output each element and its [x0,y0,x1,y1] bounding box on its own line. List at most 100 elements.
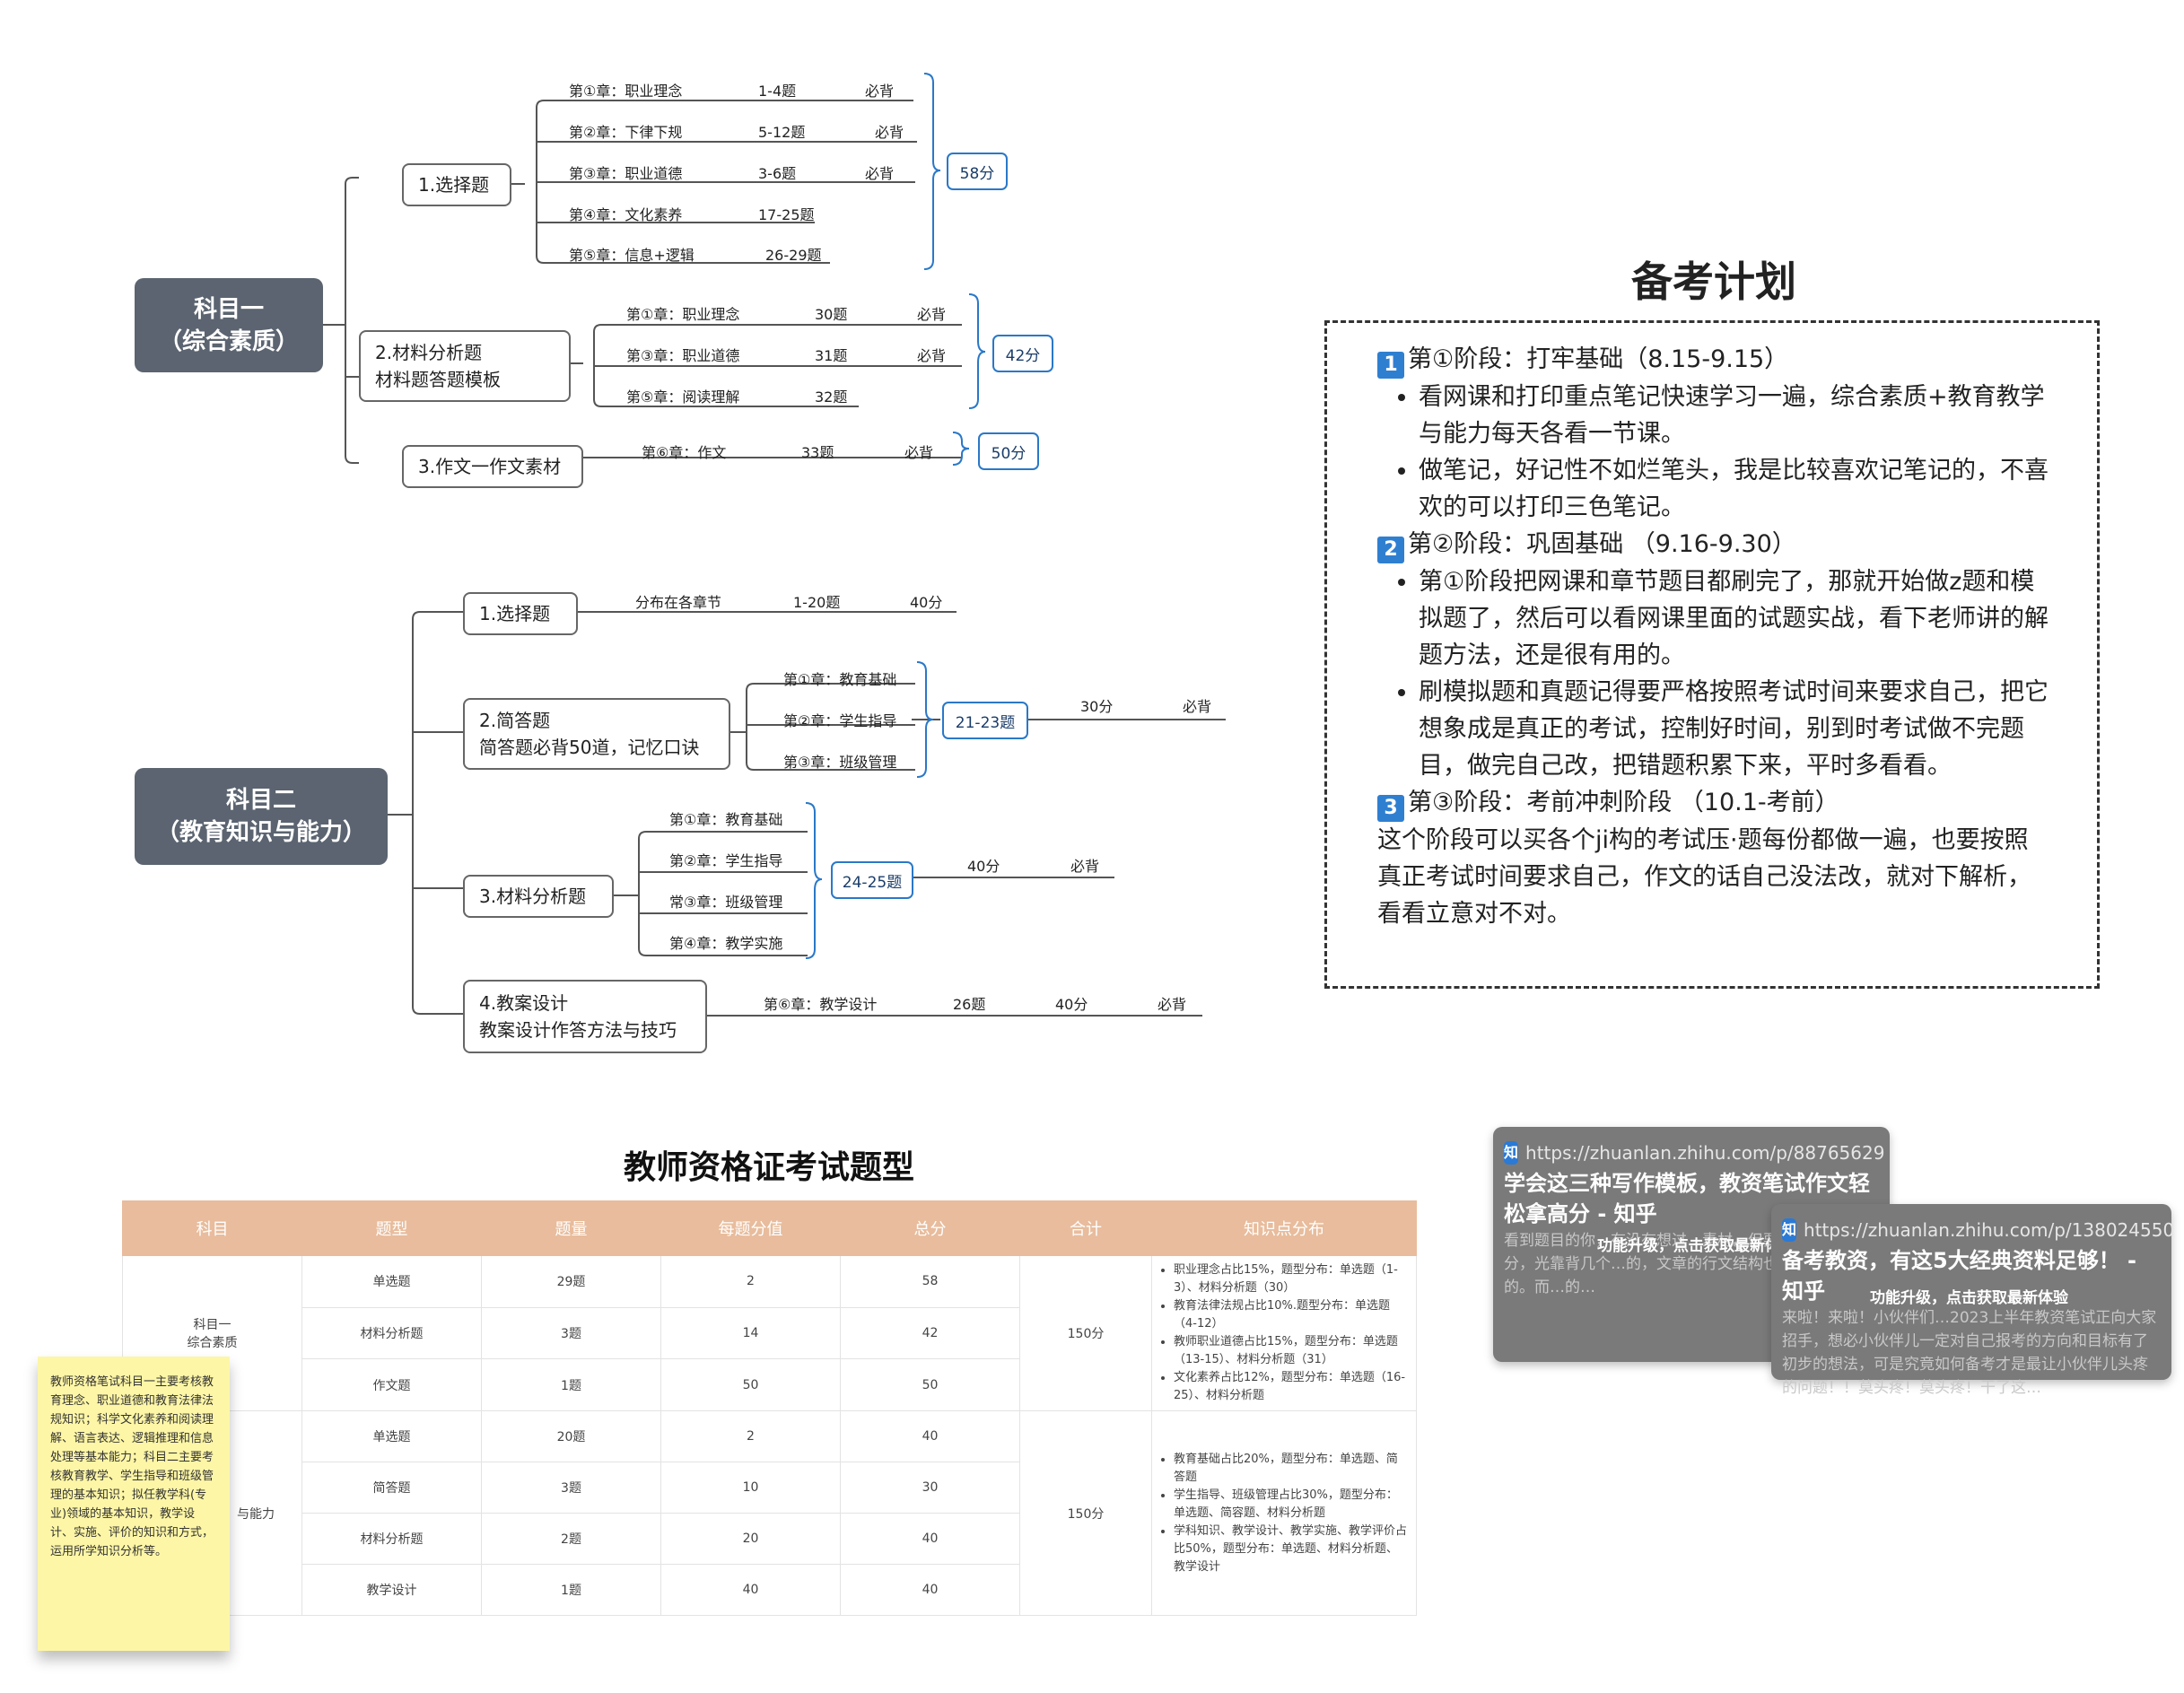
s1-choice-q-1: 1-4题 [758,83,797,100]
s1-essay-chapter: 第⑥章：作文 [642,444,727,461]
header-subject: 科目 [122,1200,302,1256]
cell: 50 [660,1358,841,1411]
cell: 1题 [481,1564,661,1616]
stage1-bullets: 看网课和打印重点笔记快速学习一遍，综合素质+教育教学与能力每天各看一节课。 做笔… [1377,379,2052,526]
subject1-points-cell: 职业理念占比15%，题型分布：单选题（1-3）、材料分析题（30） 教育法律法规… [1151,1255,1417,1411]
cell: 30 [840,1462,1020,1514]
node-subject1-choice: 1.选择题 [402,163,511,206]
node-subject2-short: 2.简答题 简答题必背50道，记忆口诀 [463,698,730,770]
point-item: 教师职业道德占比15%，题型分布：单选题（13-15）、材料分析题（31） [1174,1333,1407,1369]
s1-mat-q-2: 31题 [815,347,848,364]
stage2-number-badge: 2 [1377,537,1404,563]
s1-essay-note: 必背 [904,444,934,461]
s2-design-chapter: 第⑥章：教学设计 [764,996,878,1013]
s2-design-q: 26题 [953,996,986,1013]
mindmap-connectors [323,73,1226,1017]
s2-short-note: 必背 [1183,698,1212,715]
s1-mat-chapter-2: 第③章：职业道德 [626,347,740,364]
table-row: 与能力 单选题 20题 2 40 150分 教育基础占比20%，题型分布：单选题… [122,1410,1417,1616]
s2-choice-chapter: 分布在各章节 [635,594,722,611]
s1-choice-note-2: 必背 [875,124,904,141]
cell: 20 [660,1513,841,1565]
point-item: 文化素养占比12%，题型分布：单选题（16-25）、材料分析题 [1174,1369,1407,1405]
s1-mat-q-1: 30题 [815,306,848,323]
cell: 2 [660,1255,841,1308]
cell: 3题 [481,1462,661,1514]
cell: 材料分析题 [301,1513,482,1565]
cell: 40 [840,1564,1020,1616]
s1-choice-q-2: 5-12题 [758,124,806,141]
header-sum: 合计 [1019,1200,1152,1256]
table-row: 教学设计 1题 40 40 [123,1564,1417,1616]
s1-choice-chapter-1: 第①章：职业理念 [569,83,683,100]
point-item: 学科知识、教学设计、教学实施、教学评价占比50%，题型分布：单选题、材料分析题、… [1174,1523,1407,1576]
subject2-points-cell: 教育基础占比20%，题型分布：单选题、简答题 学生指导、班级管理占比30%，题型… [1151,1410,1417,1616]
node-subject1-essay: 3.作文一作文素材 [402,445,583,488]
s1-choice-chapter-4: 第④章：文化素养 [569,206,683,223]
table-row: 材料分析题 2题 20 40 [123,1513,1417,1565]
stage3-number-badge: 3 [1377,795,1404,822]
link-card-desc: 看到题目的你，有没有想过…素材。但要想作文得高分，光靠背几个…的，文章的行文结构… [1504,1232,1855,1296]
cell: 2 [660,1410,841,1462]
s1-choice-chapter-5: 第⑤章：信息+逻辑 [569,247,695,264]
exam-table: 科目 题型 题量 每题分值 总分 合计 知识点分布 科目一 综合素质 单选题 2… [122,1200,1417,1616]
upgrade-notice[interactable]: 功能升级，点击获取最新体验 [1870,1289,2068,1307]
cell: 简答题 [301,1462,482,1514]
s1-choice-q-4: 17-25题 [758,206,815,223]
node-subject2-material: 3.材料分析题 [463,875,614,918]
s1-mat-q-3: 32题 [815,388,848,406]
zhihu-icon: 知 [1504,1141,1519,1165]
s2-design-score: 40分 [1055,996,1088,1013]
s2-design-note: 必背 [1158,996,1187,1013]
s1-choice-note-3: 必背 [865,165,895,182]
cell: 40 [660,1564,841,1616]
table-row: 简答题 3题 10 30 [123,1462,1417,1514]
s1-choice-chapter-2: 第②章：下律下规 [569,124,683,141]
s1-mat-note-1: 必背 [917,306,947,323]
cell: 单选题 [301,1410,482,1462]
header-type: 题型 [301,1200,482,1256]
cell: 10 [660,1462,841,1514]
cell: 42 [840,1306,1020,1360]
s1-choice-score: 58分 [947,153,1008,190]
cell: 2题 [481,1513,661,1565]
plan-title: 备考计划 [1631,257,1796,306]
sticky-note[interactable]: 教师资格笔试科目一主要考核教育理念、职业道德和教育法律法规知识；科学文化素养和阅… [38,1357,230,1651]
table-row: 材料分析题 3题 14 42 [123,1306,1417,1360]
header-total: 总分 [840,1200,1020,1256]
cell: 教学设计 [301,1564,482,1616]
table-header-row: 科目 题型 题量 每题分值 总分 合计 知识点分布 [122,1200,1417,1256]
s2-short-chapter-1: 第①章：教育基础 [783,671,897,688]
cell: 1题 [481,1358,661,1411]
zhihu-icon: 知 [1782,1218,1797,1242]
cell: 14 [660,1306,841,1360]
stage2-bullet: 刷模拟题和真题记得要严格按照考试时间来要求自己，把它想象成是真正的考试，控制好时… [1419,674,2052,784]
s1-material-score: 42分 [992,335,1053,372]
s1-mat-chapter-1: 第①章：职业理念 [626,306,740,323]
stage1-bullet: 看网课和打印重点笔记快速学习一遍，综合素质+教育教学与能力每天各看一节课。 [1419,379,2052,452]
s2-choice-q: 1-20题 [793,594,841,611]
link-card-title: 学会这三种写作模板，教资笔试作文轻松拿高分 - 知乎 [1504,1171,1870,1226]
point-item: 学生指导、班级管理占比30%，题型分布：单选题、简容题、材料分析题 [1174,1487,1407,1523]
header-per-score: 每题分值 [660,1200,841,1256]
cell: 单选题 [301,1255,482,1308]
upgrade-notice[interactable]: 功能升级，点击获取最新体 [1597,1237,1780,1255]
s2-short-score: 30分 [1080,698,1114,715]
s1-essay-score: 50分 [978,432,1039,470]
s2-mat-chapter-1: 第①章：教育基础 [669,811,783,828]
s2-short-tag: 21-23题 [942,702,1028,739]
sticky-note-text: 教师资格笔试科目一主要考核教育理念、职业道德和教育法律法规知识；科学文化素养和阅… [50,1375,214,1558]
point-item: 教育基础占比20%，题型分布：单选题、简答题 [1174,1451,1407,1487]
cell: 40 [840,1410,1020,1462]
stage2-bullet: 第①阶段把网课和章节题目都刷完了，那就开始做z题和模拟题了，然后可以看网课里面的… [1419,563,2052,674]
s1-choice-chapter-3: 第③章：职业道德 [569,165,683,182]
cell: 材料分析题 [301,1306,482,1360]
subject2-total-cell: 150分 [1019,1410,1152,1616]
link-card-desc: 来啦！来啦！小伙伴们…2023上半年教资笔试正向大家招手，想必小伙伴儿一定对自己… [1782,1309,2157,1397]
cell: 29题 [481,1255,661,1308]
s2-short-chapter-3: 第③章：班级管理 [783,754,897,771]
